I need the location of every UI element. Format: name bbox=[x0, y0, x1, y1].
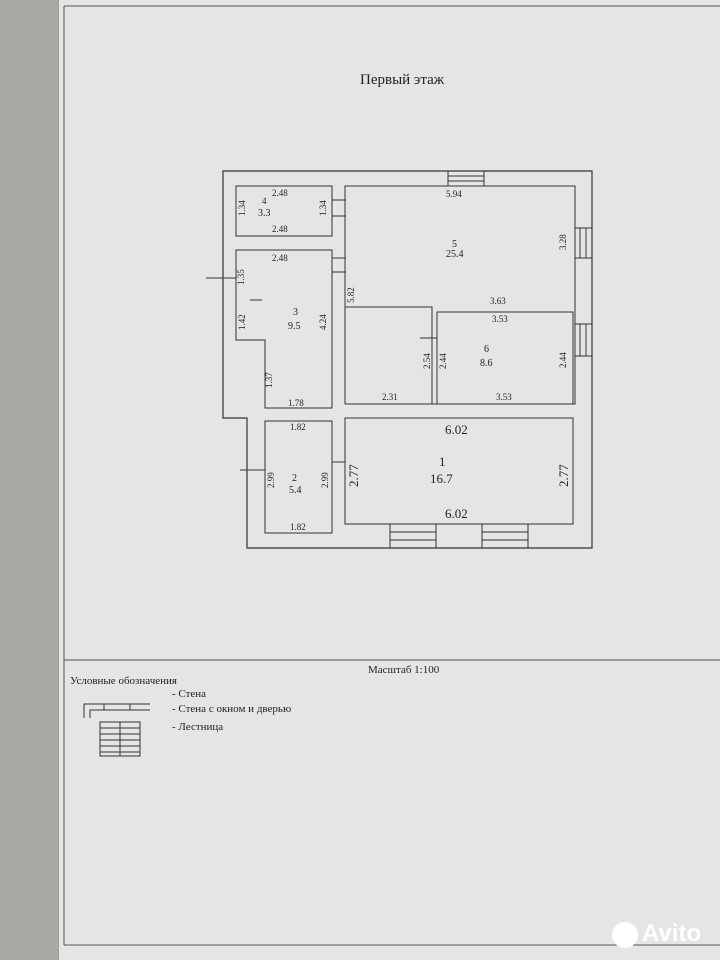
scale-label: Масштаб 1:100 bbox=[368, 664, 440, 676]
room-4-area: 3.3 bbox=[258, 208, 271, 219]
windows bbox=[389, 170, 593, 549]
dim-r1-left: 2.77 bbox=[346, 464, 361, 487]
room-5-number: 5 bbox=[452, 239, 457, 250]
room-3-area: 9.5 bbox=[288, 321, 301, 332]
dim-r6-bottom: 3.53 bbox=[496, 392, 512, 402]
room-3-number: 3 bbox=[293, 307, 298, 318]
room-6-area: 8.6 bbox=[480, 358, 493, 369]
legend-stairs: - Лестница bbox=[172, 721, 224, 733]
doors bbox=[206, 199, 437, 471]
dim-r3-right: 4.24 bbox=[318, 314, 328, 330]
dim-r6-left-inner: 2.44 bbox=[438, 353, 448, 369]
dim-r4-top: 2.48 bbox=[272, 188, 288, 198]
legend-symbols bbox=[83, 703, 150, 757]
dim-r1-bottom: 6.02 bbox=[445, 506, 468, 521]
avito-watermark: Avito bbox=[612, 920, 712, 950]
room-3-outline bbox=[235, 249, 333, 409]
avito-text: Avito bbox=[642, 920, 702, 947]
dim-r6-left-outer: 2.54 bbox=[422, 353, 432, 369]
legend-title: Условные обозначения bbox=[70, 675, 177, 687]
dim-r2-left: 2.99 bbox=[266, 472, 276, 488]
room-2-area: 5.4 bbox=[289, 485, 302, 496]
page-title: Первый этаж bbox=[360, 72, 445, 88]
room-5-area: 25.4 bbox=[446, 249, 464, 260]
room-2-outline bbox=[264, 420, 333, 534]
outer-wall bbox=[222, 170, 593, 549]
room-6-outline bbox=[436, 311, 574, 405]
room-5-outline bbox=[344, 185, 576, 405]
dim-r3-left-mid: 1.42 bbox=[237, 314, 247, 330]
dim-r2-bottom: 1.82 bbox=[290, 522, 306, 532]
room-1-outline bbox=[344, 417, 574, 525]
dim-r4-right: 1.34 bbox=[318, 200, 328, 216]
dim-r1-right: 2.77 bbox=[556, 464, 571, 487]
room-4-number: 4 bbox=[262, 196, 267, 206]
dim-r2-right: 2.99 bbox=[320, 472, 330, 488]
wall-window-symbol bbox=[103, 703, 131, 711]
dim-r4-left: 1.34 bbox=[237, 200, 247, 216]
dim-r3-top: 2.48 bbox=[272, 253, 288, 263]
room-4-outline bbox=[235, 185, 333, 237]
avito-logo-icon bbox=[612, 922, 638, 948]
room-1-area: 16.7 bbox=[430, 471, 453, 486]
legend-wall: - Стена bbox=[172, 688, 207, 700]
dim-r5-bottom-left: 2.31 bbox=[382, 392, 398, 402]
legend-window-door: - Стена с окном и дверью bbox=[172, 703, 292, 715]
dim-r2-top: 1.82 bbox=[290, 422, 306, 432]
dim-r6-right: 2.44 bbox=[558, 352, 568, 368]
room-2-number: 2 bbox=[292, 473, 297, 484]
dim-r5-right: 3.28 bbox=[558, 234, 568, 250]
paper-sheet bbox=[58, 0, 720, 960]
dim-r3-bottom: 1.78 bbox=[288, 398, 304, 408]
dim-r5-left: 5.82 bbox=[346, 287, 356, 303]
dim-r5-top: 5.94 bbox=[446, 189, 462, 199]
dim-r3-left-bottom: 1.37 bbox=[264, 372, 274, 388]
dim-r5-bottom: 3.63 bbox=[490, 296, 506, 306]
dim-r3-left-top: 1.35 bbox=[236, 269, 246, 285]
dim-r1-top: 6.02 bbox=[445, 422, 468, 437]
room-1-number: 1 bbox=[439, 454, 446, 469]
dim-r6-top: 3.53 bbox=[492, 314, 508, 324]
room-6-number: 6 bbox=[484, 344, 489, 355]
dim-r4-bottom: 2.48 bbox=[272, 224, 288, 234]
